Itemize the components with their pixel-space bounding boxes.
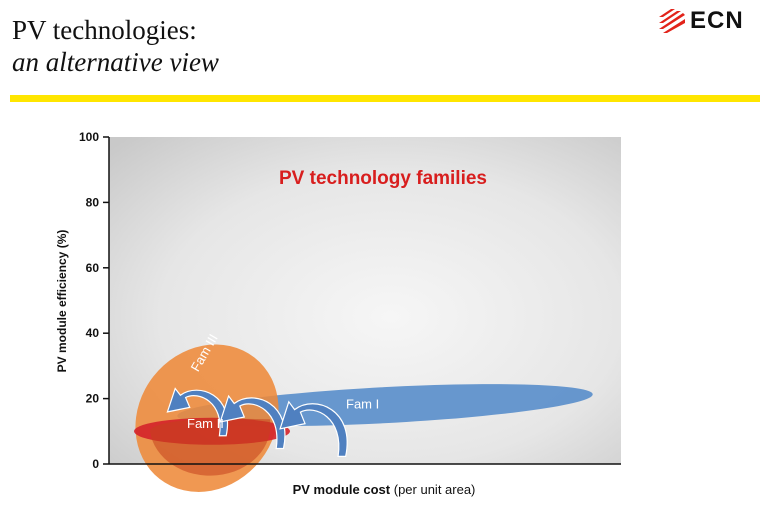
y-tick-label: 60 [86,261,100,275]
y-tick-label: 100 [79,130,99,144]
curved-arrow-shape [219,394,286,450]
fam2-label: Fam II [187,416,224,431]
ecn-logo: ECN [657,6,761,36]
x-axis-label: PV module cost (per unit area) [293,482,476,497]
slide-title-block: PV technologies: an alternative view [12,14,219,78]
y-tick-label: 80 [86,195,100,209]
curved-arrow [279,400,348,457]
ecn-logo-text: ECN [690,7,744,34]
y-tick-label: 40 [86,326,100,340]
x-axis-label-rest: (per unit area) [390,482,475,497]
slide-title: PV technologies: [12,15,197,45]
chart-title: PV technology families [279,168,487,189]
yellow-divider [10,95,760,102]
x-axis-label-bold: PV module cost [293,482,391,497]
y-tick-label: 0 [92,457,99,471]
y-tick-label: 20 [86,392,100,406]
ecn-logo-icon [659,9,685,33]
y-ticks: 0 20 40 60 80 100 [79,130,109,471]
arrows-layer [166,387,348,457]
slide-subtitle: an alternative view [12,47,219,77]
curved-arrow [219,394,286,450]
fam2-fam3-overlap [149,418,271,476]
fam1-label: Fam I [346,396,379,411]
y-axis-label: PV module efficiency (%) [55,230,69,373]
curved-arrow-shape [279,400,348,457]
